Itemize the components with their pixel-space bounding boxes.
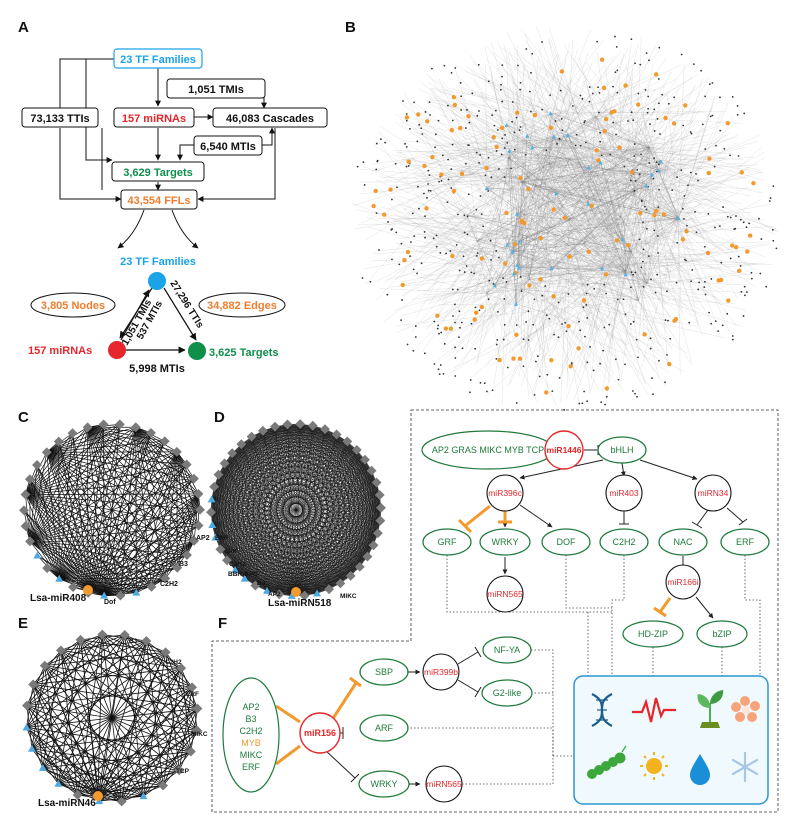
f-tf-erf: ERF xyxy=(242,762,261,772)
panel-e-label-erf: ERF xyxy=(186,691,199,698)
nodes-count: 3,805 Nodes xyxy=(41,300,105,312)
node-mirn565-d: miRN565 xyxy=(487,589,523,599)
panel-label-b: B xyxy=(345,19,356,36)
ttis-box: 73,133 TTIs xyxy=(30,113,89,125)
node-mirn565-f: miRN565 xyxy=(426,779,462,789)
panel-c-label-c2h2: C2H2 xyxy=(160,581,178,588)
panel-d-label-dof: Dof xyxy=(226,548,238,555)
pulse-icon xyxy=(632,697,676,723)
panel-e-label-mikc: MIKC xyxy=(191,731,208,738)
tf-node xyxy=(148,272,166,290)
edge-mtis-label: 5,998 MTIs xyxy=(129,363,185,375)
ffls-box: 43,554 FFLs xyxy=(128,195,191,207)
panel-c-network xyxy=(19,419,205,601)
node-arf: ARF xyxy=(375,723,394,733)
node-mir396c: miR396c xyxy=(488,488,522,498)
node-nfya: NF-YA xyxy=(494,645,520,655)
node-grf: GRF xyxy=(438,537,458,547)
node-sbp: SBP xyxy=(375,667,393,677)
node-mir166i: miR166i xyxy=(667,577,698,587)
cascades-box: 46,083 Cascades xyxy=(226,113,314,125)
f-tf-mikc: MIKC xyxy=(240,750,263,760)
mirna-node xyxy=(108,341,126,359)
node-bhlh: bHLH xyxy=(610,445,633,455)
panel-a-flow-diagram: 23 TF Families 1,051 TMIs 73,133 TTIs 15… xyxy=(21,48,328,375)
dna-icon xyxy=(591,693,613,727)
panel-c-label-b3: B3 xyxy=(179,561,188,568)
edges-count: 34,882 Edges xyxy=(207,300,277,312)
panel-d-cascade: AP2 GRAS MIKC MYB TCP miR1446 bHLH miR39… xyxy=(211,409,779,813)
node-wrky-f: WRKY xyxy=(371,779,398,789)
panel-e-label-dof: Dof xyxy=(113,793,125,800)
f-tf-b3: B3 xyxy=(245,714,256,724)
mirnas-box: 157 miRNAs xyxy=(122,113,186,125)
panel-e-center-label: Lsa-miRN46 xyxy=(38,798,96,809)
panel-d-center-label: Lsa-miRN518 xyxy=(268,598,332,609)
node-g2like: G2-like xyxy=(493,688,522,698)
panel-c-label-dof: Dof xyxy=(104,599,116,606)
panel-d-network xyxy=(206,419,386,601)
panel-d-label-mikc: MIKC xyxy=(340,593,357,600)
triangle-mirnas-label: 157 miRNAs xyxy=(28,345,92,357)
node-c2h2: C2H2 xyxy=(612,537,635,547)
panel-label-e: E xyxy=(18,615,28,632)
cascade-tf-group: AP2 GRAS MIKC MYB TCP xyxy=(432,445,544,455)
node-nac: NAC xyxy=(673,537,693,547)
f-tf-ap2: AP2 xyxy=(242,702,259,712)
node-mir1446: miR1446 xyxy=(547,445,582,455)
water-drop-icon xyxy=(690,754,710,785)
panel-e-label-b3: B3 xyxy=(129,638,138,645)
panel-d-label-ap2: AP2 xyxy=(268,591,281,598)
node-hdzip: HD-ZIP xyxy=(638,629,668,639)
flower-icon xyxy=(731,696,760,722)
node-mir403: miR403 xyxy=(609,488,639,498)
sun-icon xyxy=(640,752,668,780)
phenotype-icon-box xyxy=(573,675,769,805)
tmis-box: 1,051 TMIs xyxy=(188,84,244,96)
snowflake-icon xyxy=(731,751,759,783)
panel-e-label-c2h2: C2H2 xyxy=(165,659,182,666)
panel-label-a: A xyxy=(18,19,29,36)
target-node xyxy=(188,342,206,360)
seedling-icon xyxy=(697,690,724,728)
panel-label-f: F xyxy=(218,615,227,632)
tf-families-box: 23 TF Families xyxy=(120,54,196,66)
node-mirn34: miRN34 xyxy=(698,488,729,498)
triangle-targets-label: 3,625 Targets xyxy=(209,347,279,359)
targets-box: 3,629 Targets xyxy=(123,167,193,179)
panel-c-center-label: Lsa-miR408 xyxy=(30,593,87,604)
triangle-tf-label: 23 TF Families xyxy=(120,256,196,268)
mtis-box: 6,540 MTIs xyxy=(200,141,256,153)
panel-d-label-b3: B3 xyxy=(257,580,266,587)
panel-d-label-erf: ERF xyxy=(215,535,228,542)
panel-e-label-tcp: TCP xyxy=(176,768,190,775)
f-tf-c2h2: C2H2 xyxy=(239,726,262,736)
panel-c-label-ap2: AP2 xyxy=(196,535,210,542)
panel-d-label-c2h2: C2H2 xyxy=(229,561,246,568)
panel-f-cascade: AP2 B3 C2H2 MYB MIKC ERF miR156 SBP ARF … xyxy=(222,636,574,803)
panel-b-network xyxy=(351,26,780,411)
caterpillar-icon xyxy=(587,745,627,779)
node-dof: DOF xyxy=(557,537,577,547)
node-mir156: miR156 xyxy=(304,728,336,738)
f-tf-myb: MYB xyxy=(241,738,261,748)
node-mir399b: miR399b xyxy=(424,667,458,677)
panel-d-label-bbr: BBR-BPC xyxy=(228,571,258,578)
panel-e-network xyxy=(22,629,203,807)
node-erf: ERF xyxy=(736,537,755,547)
node-bzip: bZIP xyxy=(712,629,731,639)
node-wrky: WRKY xyxy=(492,537,519,547)
panel-label-c: C xyxy=(18,409,29,426)
panel-label-d: D xyxy=(214,409,225,426)
